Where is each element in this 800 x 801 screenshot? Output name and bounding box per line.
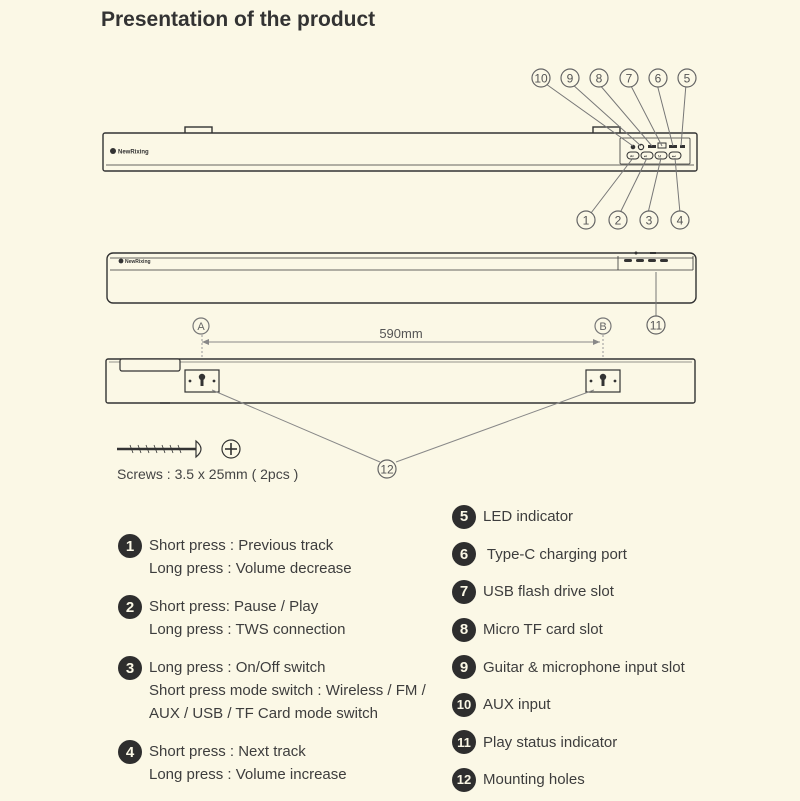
brand-logo: NewRixing — [110, 148, 149, 156]
legend-item-3: 3 Long press : On/Off switch Short press… — [118, 656, 448, 725]
svg-text:⏯: ⏯ — [644, 154, 647, 159]
svg-text:⏭: ⏭ — [672, 154, 676, 159]
svg-text:1: 1 — [583, 214, 590, 228]
callout-12 — [377, 459, 397, 479]
legend-item-10: 10 AUX input — [452, 686, 792, 724]
legend-item-2: 2 Short press: Pause / Play Long press :… — [118, 595, 448, 641]
svg-text:12: 12 — [380, 463, 394, 477]
legend-item-12: 12 Mounting holes — [452, 761, 792, 799]
screw-icon — [117, 439, 202, 459]
callouts-top — [531, 68, 697, 88]
legend-item-11: 11 Play status indicator — [452, 724, 792, 762]
dimension-label: 590mm — [379, 326, 422, 341]
number-badge: 2 — [118, 595, 142, 619]
soundbar-front-view — [102, 126, 698, 172]
callout-3 — [639, 210, 659, 230]
callout-11 — [646, 315, 666, 335]
svg-text:2: 2 — [615, 214, 622, 228]
svg-text:⏮: ⏮ — [630, 154, 634, 159]
svg-text:M: M — [658, 154, 661, 159]
screw-head-icon — [221, 439, 241, 459]
svg-text:6: 6 — [655, 72, 662, 86]
point-b-marker — [594, 317, 612, 335]
svg-text:11: 11 — [650, 319, 663, 333]
legend-item-5: 5 LED indicator — [452, 498, 792, 536]
callout-7 — [619, 68, 639, 88]
port-panel — [630, 142, 685, 151]
legend-buttons: 1 Short press : Previous track Long pres… — [118, 534, 448, 801]
callout-8 — [589, 68, 609, 88]
svg-text:A: A — [197, 321, 205, 333]
callout-6 — [648, 68, 668, 88]
callouts-bottom — [576, 210, 690, 230]
soundbar-angled-view — [106, 252, 697, 304]
svg-text:3: 3 — [646, 214, 653, 228]
svg-text:8: 8 — [596, 72, 603, 86]
callout-1 — [576, 210, 596, 230]
soundbar-back-view — [105, 358, 696, 404]
legend-item-9: 9 Guitar & microphone input slot — [452, 648, 792, 686]
legend-item-8: 8 Micro TF card slot — [452, 611, 792, 649]
legend-item-7: 7 USB flash drive slot — [452, 573, 792, 611]
svg-text:10: 10 — [534, 72, 548, 86]
number-badge: 1 — [118, 534, 142, 558]
callout-2 — [608, 210, 628, 230]
legend-item-1: 1 Short press : Previous track Long pres… — [118, 534, 448, 580]
svg-text:4: 4 — [677, 214, 684, 228]
svg-text:9: 9 — [567, 72, 574, 86]
screws-caption: Screws : 3.5 x 25mm ( 2pcs ) — [117, 466, 299, 482]
point-a-marker — [192, 317, 210, 335]
svg-text:5: 5 — [684, 72, 691, 86]
legend-item-4: 4 Short press : Next track Long press : … — [118, 740, 448, 786]
number-badge: 3 — [118, 656, 142, 680]
svg-text:B: B — [599, 321, 606, 333]
svg-text:7: 7 — [626, 72, 633, 86]
number-badge: 4 — [118, 740, 142, 764]
svg-text:NewRixing: NewRixing — [118, 150, 149, 156]
svg-text:NewRixing: NewRixing — [125, 259, 151, 265]
legend-ports: 5 LED indicator 6 Type-C charging port 7… — [452, 498, 792, 799]
mounting-hole-right — [585, 369, 621, 393]
brand-logo-angled: NewRixing — [118, 258, 151, 265]
page-title: Presentation of the product — [101, 8, 376, 31]
legend-item-6: 6 Type-C charging port — [452, 536, 792, 574]
mounting-hole-left — [184, 369, 220, 393]
callout-10 — [531, 68, 551, 88]
callout-5 — [677, 68, 697, 88]
product-diagram: NewRixing ⏮ ⏯ M ⏭ — [102, 68, 698, 479]
callout-9 — [560, 68, 580, 88]
callout-4 — [670, 210, 690, 230]
